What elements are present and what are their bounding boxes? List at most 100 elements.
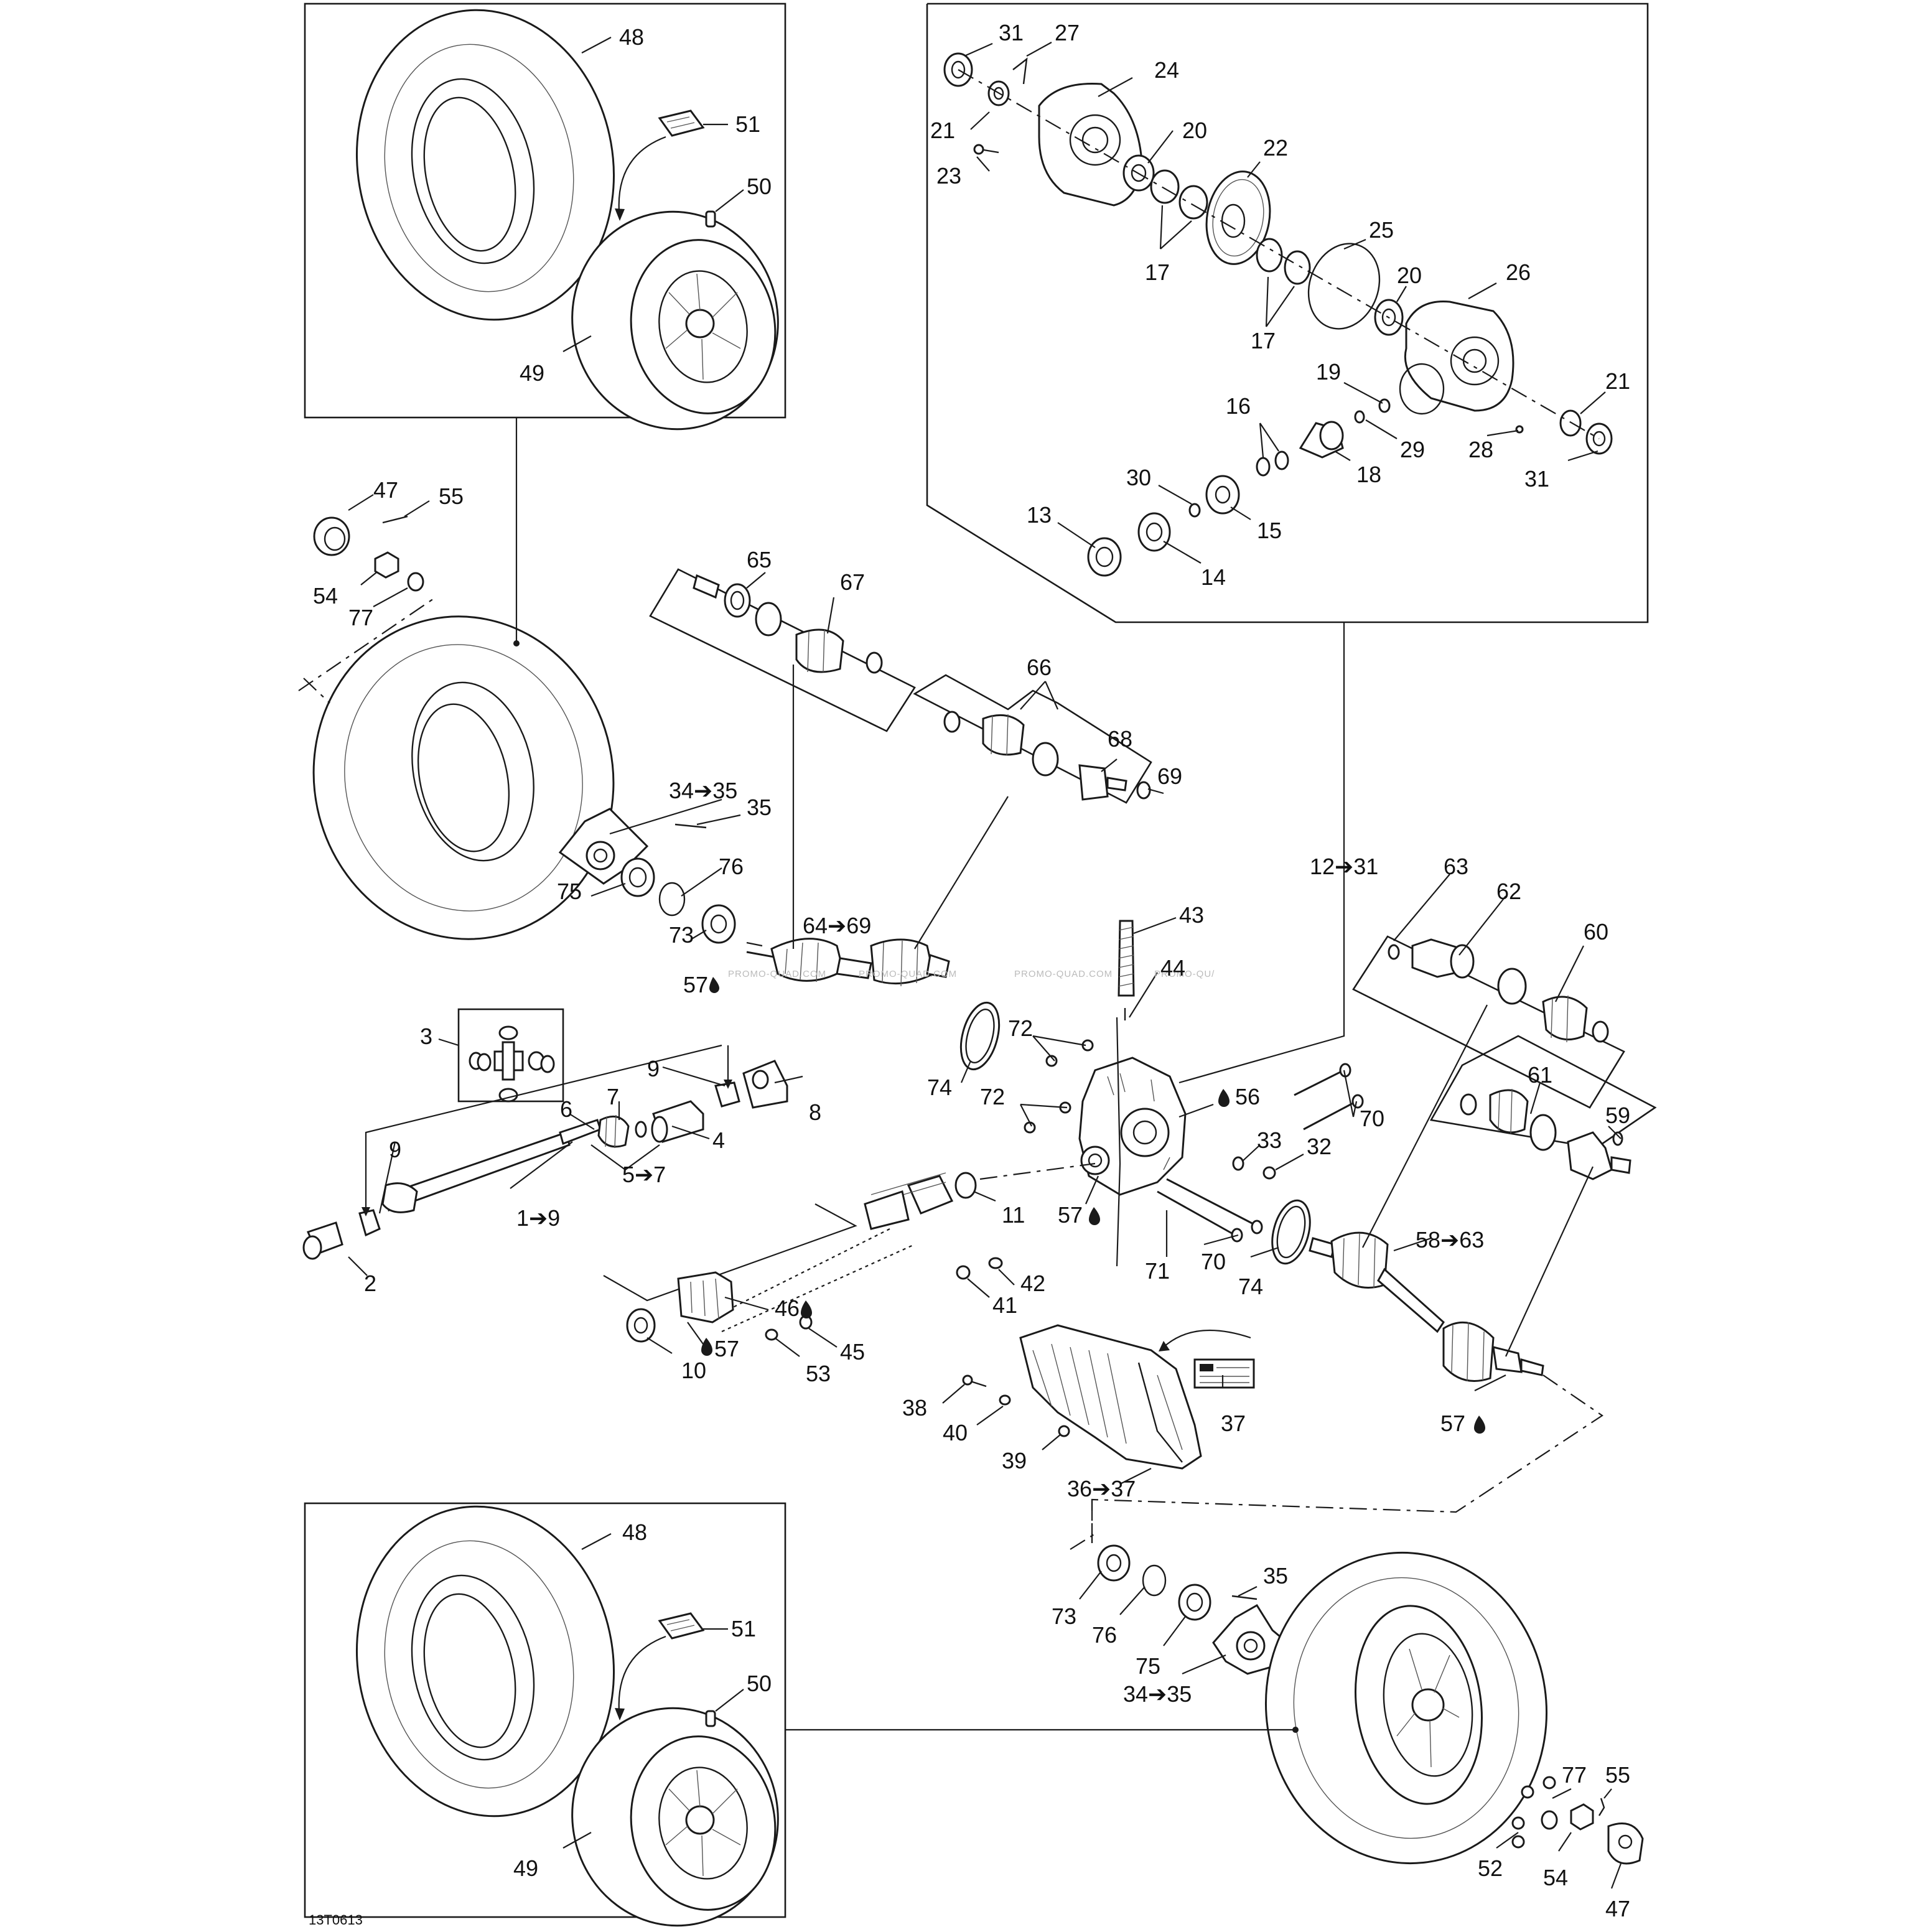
drive-shaft-lower bbox=[1309, 1231, 1544, 1382]
oring-76-right bbox=[1142, 1564, 1167, 1597]
callout-54-right: 54 bbox=[1543, 1865, 1568, 1890]
callout-31-b: 31 bbox=[1524, 466, 1549, 492]
watermark-1: PROMO-QUAD.COM bbox=[728, 969, 826, 979]
washer-42 bbox=[988, 1257, 1003, 1269]
callout-35-left: 35 bbox=[747, 795, 772, 820]
callout-20-b: 20 bbox=[1397, 263, 1422, 288]
callout-55-left: 55 bbox=[439, 483, 464, 509]
ujoint-kit bbox=[469, 1025, 555, 1103]
callout-11: 11 bbox=[1002, 1202, 1025, 1228]
callout-51-bottom: 51 bbox=[731, 1616, 756, 1641]
callout-31-a: 31 bbox=[999, 20, 1024, 45]
callout-30: 30 bbox=[1126, 465, 1151, 490]
bearing-73-left bbox=[701, 904, 736, 944]
label-sticker-bottom bbox=[658, 1612, 705, 1640]
callout-17-b: 17 bbox=[1251, 328, 1276, 353]
callout-49-top: 49 bbox=[520, 360, 544, 386]
bearing-73-right bbox=[1097, 1544, 1131, 1582]
callout-47-left: 47 bbox=[373, 477, 398, 503]
cv-joint-59-61 bbox=[1460, 1088, 1631, 1180]
callout-20-a: 20 bbox=[1182, 118, 1207, 143]
callout-23: 23 bbox=[936, 163, 961, 189]
bolts-70-71 bbox=[1157, 1063, 1364, 1243]
callout-49-bottom: 49 bbox=[513, 1855, 538, 1881]
watermark-2: PROMO-QUAD.COM bbox=[859, 969, 957, 979]
rim-bottom-left bbox=[571, 1707, 779, 1927]
callout-35-right: 35 bbox=[1263, 1563, 1288, 1589]
cv-joint-60-62-63 bbox=[1388, 938, 1609, 1043]
callout-22: 22 bbox=[1263, 135, 1288, 161]
callout-57-a: 57 bbox=[683, 972, 708, 997]
washer-33 bbox=[1232, 1156, 1244, 1171]
callout-9-a: 9 bbox=[647, 1056, 660, 1081]
callout-73-left: 73 bbox=[669, 922, 694, 948]
callout-70-b: 70 bbox=[1201, 1249, 1226, 1274]
callout-74-b: 74 bbox=[1238, 1274, 1263, 1299]
breather-43-44 bbox=[1118, 920, 1135, 1020]
nut-39 bbox=[1058, 1425, 1070, 1437]
valve-stem-top bbox=[705, 210, 716, 228]
callout-24: 24 bbox=[1154, 57, 1179, 83]
callout-21-b: 21 bbox=[1605, 368, 1630, 394]
callout-26: 26 bbox=[1506, 259, 1531, 285]
cv-joint-65-67 bbox=[693, 574, 883, 674]
rear-differential-housing bbox=[1078, 1057, 1187, 1196]
callout-48-top: 48 bbox=[619, 24, 644, 50]
callout-15: 15 bbox=[1257, 518, 1282, 543]
frame-top-left-wheel bbox=[304, 2, 786, 419]
callout-61: 61 bbox=[1528, 1062, 1552, 1088]
leader-lines bbox=[348, 37, 1622, 1889]
figure-code: 13T0613 bbox=[309, 1912, 363, 1928]
callout-25: 25 bbox=[1369, 217, 1394, 243]
rim-top-left bbox=[571, 210, 779, 431]
callout-13: 13 bbox=[1027, 502, 1052, 528]
callout-60: 60 bbox=[1584, 919, 1608, 945]
callout-46: 46 bbox=[775, 1295, 800, 1321]
callout-56: 56 bbox=[1235, 1084, 1260, 1109]
callout-8: 8 bbox=[809, 1099, 821, 1125]
callout-14: 14 bbox=[1201, 564, 1226, 590]
callout-58-63: 58➔63 bbox=[1416, 1227, 1484, 1253]
callout-63: 63 bbox=[1444, 854, 1468, 879]
seal-74-upper bbox=[959, 1001, 1001, 1071]
callout-77-left: 77 bbox=[348, 605, 373, 630]
engine-output-10 bbox=[626, 1271, 734, 1343]
callout-29: 29 bbox=[1400, 437, 1425, 462]
oil-drop-icon bbox=[801, 1300, 812, 1318]
callout-75-right: 75 bbox=[1136, 1653, 1160, 1679]
tire-bottom-left bbox=[355, 1505, 615, 1818]
seal-74-lower bbox=[1271, 1199, 1311, 1265]
oil-drop-icons bbox=[701, 977, 1485, 1434]
frame-bottom-left-wheel bbox=[304, 1502, 786, 1918]
callout-42: 42 bbox=[1020, 1271, 1045, 1296]
seal-75-left bbox=[620, 857, 655, 897]
propeller-shaft bbox=[302, 1060, 788, 1260]
callout-57-c: 57 bbox=[714, 1336, 739, 1361]
tire-bottom-right bbox=[1264, 1551, 1548, 1865]
seal-75-right bbox=[1178, 1584, 1211, 1621]
callout-52: 52 bbox=[1478, 1855, 1503, 1881]
skid-plate bbox=[1019, 1324, 1202, 1470]
callout-74-a: 74 bbox=[927, 1075, 952, 1100]
callout-69: 69 bbox=[1157, 763, 1182, 789]
cv-joint-66-68 bbox=[943, 711, 1151, 801]
callout-59: 59 bbox=[1605, 1103, 1630, 1128]
valve-stem-bottom bbox=[705, 1710, 716, 1727]
callout-45: 45 bbox=[840, 1339, 865, 1365]
callout-55-right: 55 bbox=[1605, 1762, 1630, 1788]
callout-75-left: 75 bbox=[557, 879, 582, 904]
callout-34-35-right: 34➔35 bbox=[1123, 1681, 1192, 1707]
callout-50-top: 50 bbox=[747, 174, 772, 199]
callout-43: 43 bbox=[1179, 902, 1204, 928]
label-sticker-top bbox=[658, 110, 705, 137]
callout-5-7: 5➔7 bbox=[622, 1162, 666, 1187]
callout-64-69: 64➔69 bbox=[803, 913, 871, 938]
tire-top-left bbox=[355, 9, 615, 321]
callout-76-left: 76 bbox=[719, 854, 744, 879]
nut-32 bbox=[1262, 1166, 1276, 1180]
tire-middle-left bbox=[312, 615, 615, 940]
callout-12-31: 12➔31 bbox=[1310, 854, 1378, 879]
frame-differential bbox=[926, 2, 1649, 623]
oil-drop-icon bbox=[1218, 1089, 1230, 1107]
